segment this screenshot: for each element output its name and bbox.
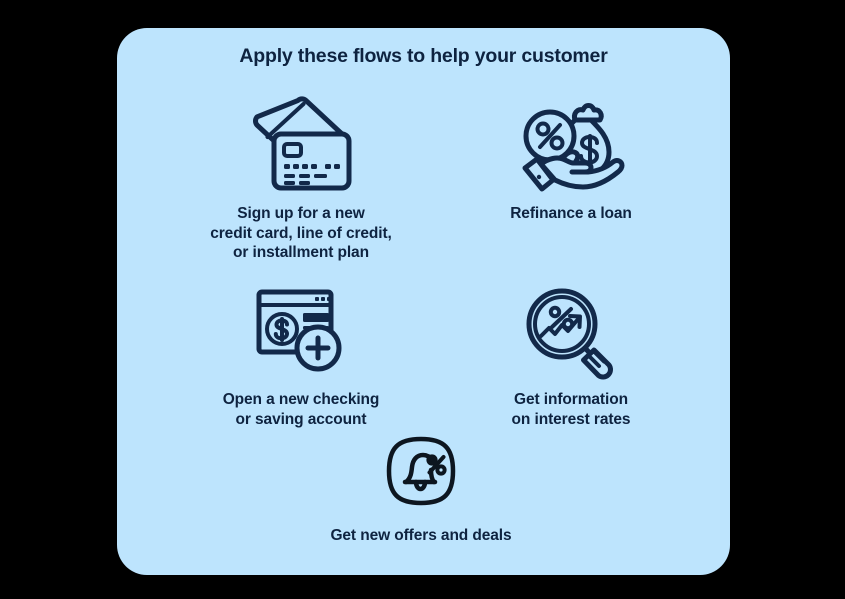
label-line: Sign up for a new [237, 205, 365, 222]
label-line: Get new offers and deals [330, 527, 512, 544]
label-line: or installment plan [233, 244, 369, 261]
flow-item-label: Refinance a loan [421, 204, 721, 224]
label-line: Open a new checking [222, 391, 380, 408]
flow-item-offers[interactable]: Get new offers and deals [271, 430, 571, 546]
flow-item-interest[interactable]: Get information on interest rates [421, 276, 721, 429]
page-title: Apply these flows to help your customer [239, 45, 608, 67]
label-line: or saving account [235, 410, 367, 428]
bell-percent-squircle-icon [271, 430, 571, 512]
label-line: credit card, line of credit, [210, 224, 392, 242]
flow-item-label: Sign up for a new credit card, line of c… [151, 204, 451, 263]
credit-cards-icon [151, 90, 451, 198]
label-line: Refinance a loan [510, 205, 632, 222]
flows-panel: Apply these flows to help your customer [117, 28, 730, 575]
flow-item-label: Get new offers and deals [271, 526, 571, 546]
label-line: on interest rates [511, 410, 631, 428]
flow-item-label: Open a new checking or saving account [151, 390, 451, 429]
magnifier-percent-chart-icon [421, 276, 721, 384]
label-line: Get information [514, 391, 628, 408]
flow-item-refinance[interactable]: Refinance a loan [421, 90, 721, 224]
flow-item-checking[interactable]: Open a new checking or saving account [151, 276, 451, 429]
hand-money-bag-percent-icon [421, 90, 721, 198]
flow-item-label: Get information on interest rates [421, 390, 721, 429]
flow-item-credit-card[interactable]: Sign up for a new credit card, line of c… [151, 90, 451, 263]
browser-dollar-plus-icon [151, 276, 451, 384]
